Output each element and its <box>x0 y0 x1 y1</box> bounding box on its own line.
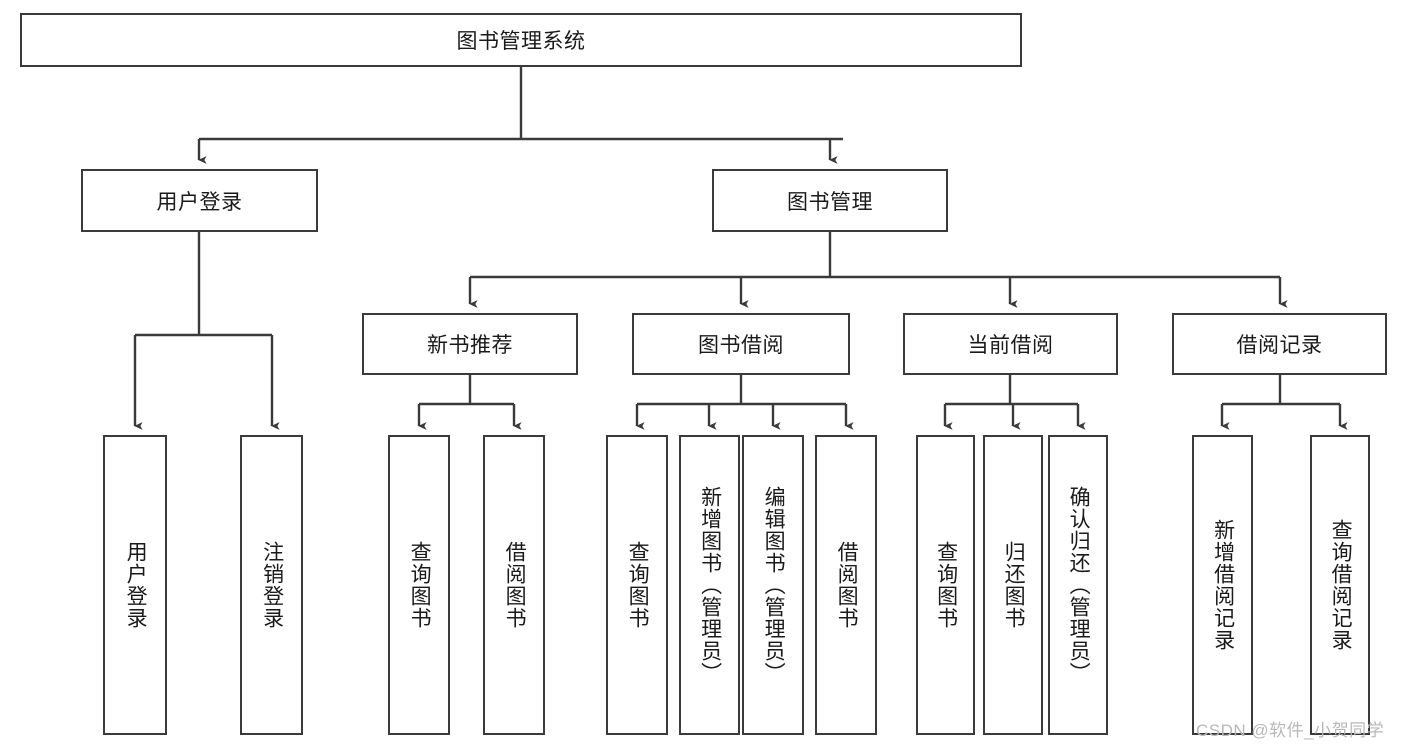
node-leaf-edit-book-admin-label: 编辑图书（管理员） <box>762 486 786 684</box>
node-leaf-logout-label: 注销登录 <box>260 541 284 629</box>
node-level2-current-borrow[interactable]: 当前借阅 <box>903 313 1118 375</box>
node-leaf-query-book-recommend[interactable]: 查询图书 <box>388 435 450 735</box>
node-leaf-borrow-book[interactable]: 借阅图书 <box>815 435 877 735</box>
node-leaf-add-borrow-record-label: 新增借阅记录 <box>1211 519 1235 651</box>
node-level1-book-management[interactable]: 图书管理 <box>712 169 948 232</box>
node-leaf-edit-book-admin[interactable]: 编辑图书（管理员） <box>742 435 804 735</box>
node-leaf-borrow-book-label: 借阅图书 <box>835 541 859 629</box>
node-leaf-query-book-borrow[interactable]: 查询图书 <box>606 435 668 735</box>
node-leaf-add-book-admin-label: 新增图书（管理员） <box>698 486 722 684</box>
node-leaf-add-borrow-record[interactable]: 新增借阅记录 <box>1192 435 1253 735</box>
node-level2-borrow-record-label: 借阅记录 <box>1236 334 1323 357</box>
node-leaf-confirm-return-admin-label: 确认归还（管理员） <box>1067 486 1091 684</box>
node-leaf-borrow-book-recommend[interactable]: 借阅图书 <box>483 435 545 735</box>
node-leaf-user-login-label: 用户登录 <box>124 541 148 629</box>
node-leaf-return-book[interactable]: 归还图书 <box>983 435 1043 735</box>
node-leaf-query-book-current-label: 查询图书 <box>934 541 958 629</box>
node-leaf-query-borrow-record-label: 查询借阅记录 <box>1329 519 1353 651</box>
node-leaf-return-book-label: 归还图书 <box>1002 541 1026 629</box>
node-leaf-query-book-current[interactable]: 查询图书 <box>916 435 975 735</box>
node-root-label: 图书管理系统 <box>456 30 586 53</box>
node-level1-user-login-label: 用户登录 <box>156 190 243 214</box>
node-level2-new-book-recommend-label: 新书推荐 <box>427 334 513 357</box>
csdn-watermark: CSDN @软件_小贺同学 <box>1196 721 1385 740</box>
node-level2-book-borrow[interactable]: 图书借阅 <box>632 313 850 375</box>
node-level1-book-management-label: 图书管理 <box>787 190 873 214</box>
node-level2-new-book-recommend[interactable]: 新书推荐 <box>362 313 578 375</box>
node-level1-user-login[interactable]: 用户登录 <box>81 169 318 232</box>
node-leaf-confirm-return-admin[interactable]: 确认归还（管理员） <box>1048 435 1108 735</box>
node-level2-current-borrow-label: 当前借阅 <box>967 334 1054 357</box>
node-root[interactable]: 图书管理系统 <box>20 13 1022 67</box>
node-level2-borrow-record[interactable]: 借阅记录 <box>1172 313 1387 375</box>
node-leaf-user-login[interactable]: 用户登录 <box>103 435 167 735</box>
node-leaf-query-book-recommend-label: 查询图书 <box>408 541 432 629</box>
node-level2-book-borrow-label: 图书借阅 <box>698 334 784 357</box>
node-leaf-query-borrow-record[interactable]: 查询借阅记录 <box>1310 435 1370 735</box>
node-leaf-borrow-book-recommend-label: 借阅图书 <box>503 541 527 629</box>
node-leaf-logout[interactable]: 注销登录 <box>240 435 303 735</box>
node-leaf-query-book-borrow-label: 查询图书 <box>626 541 650 629</box>
node-leaf-add-book-admin[interactable]: 新增图书（管理员） <box>679 435 740 735</box>
